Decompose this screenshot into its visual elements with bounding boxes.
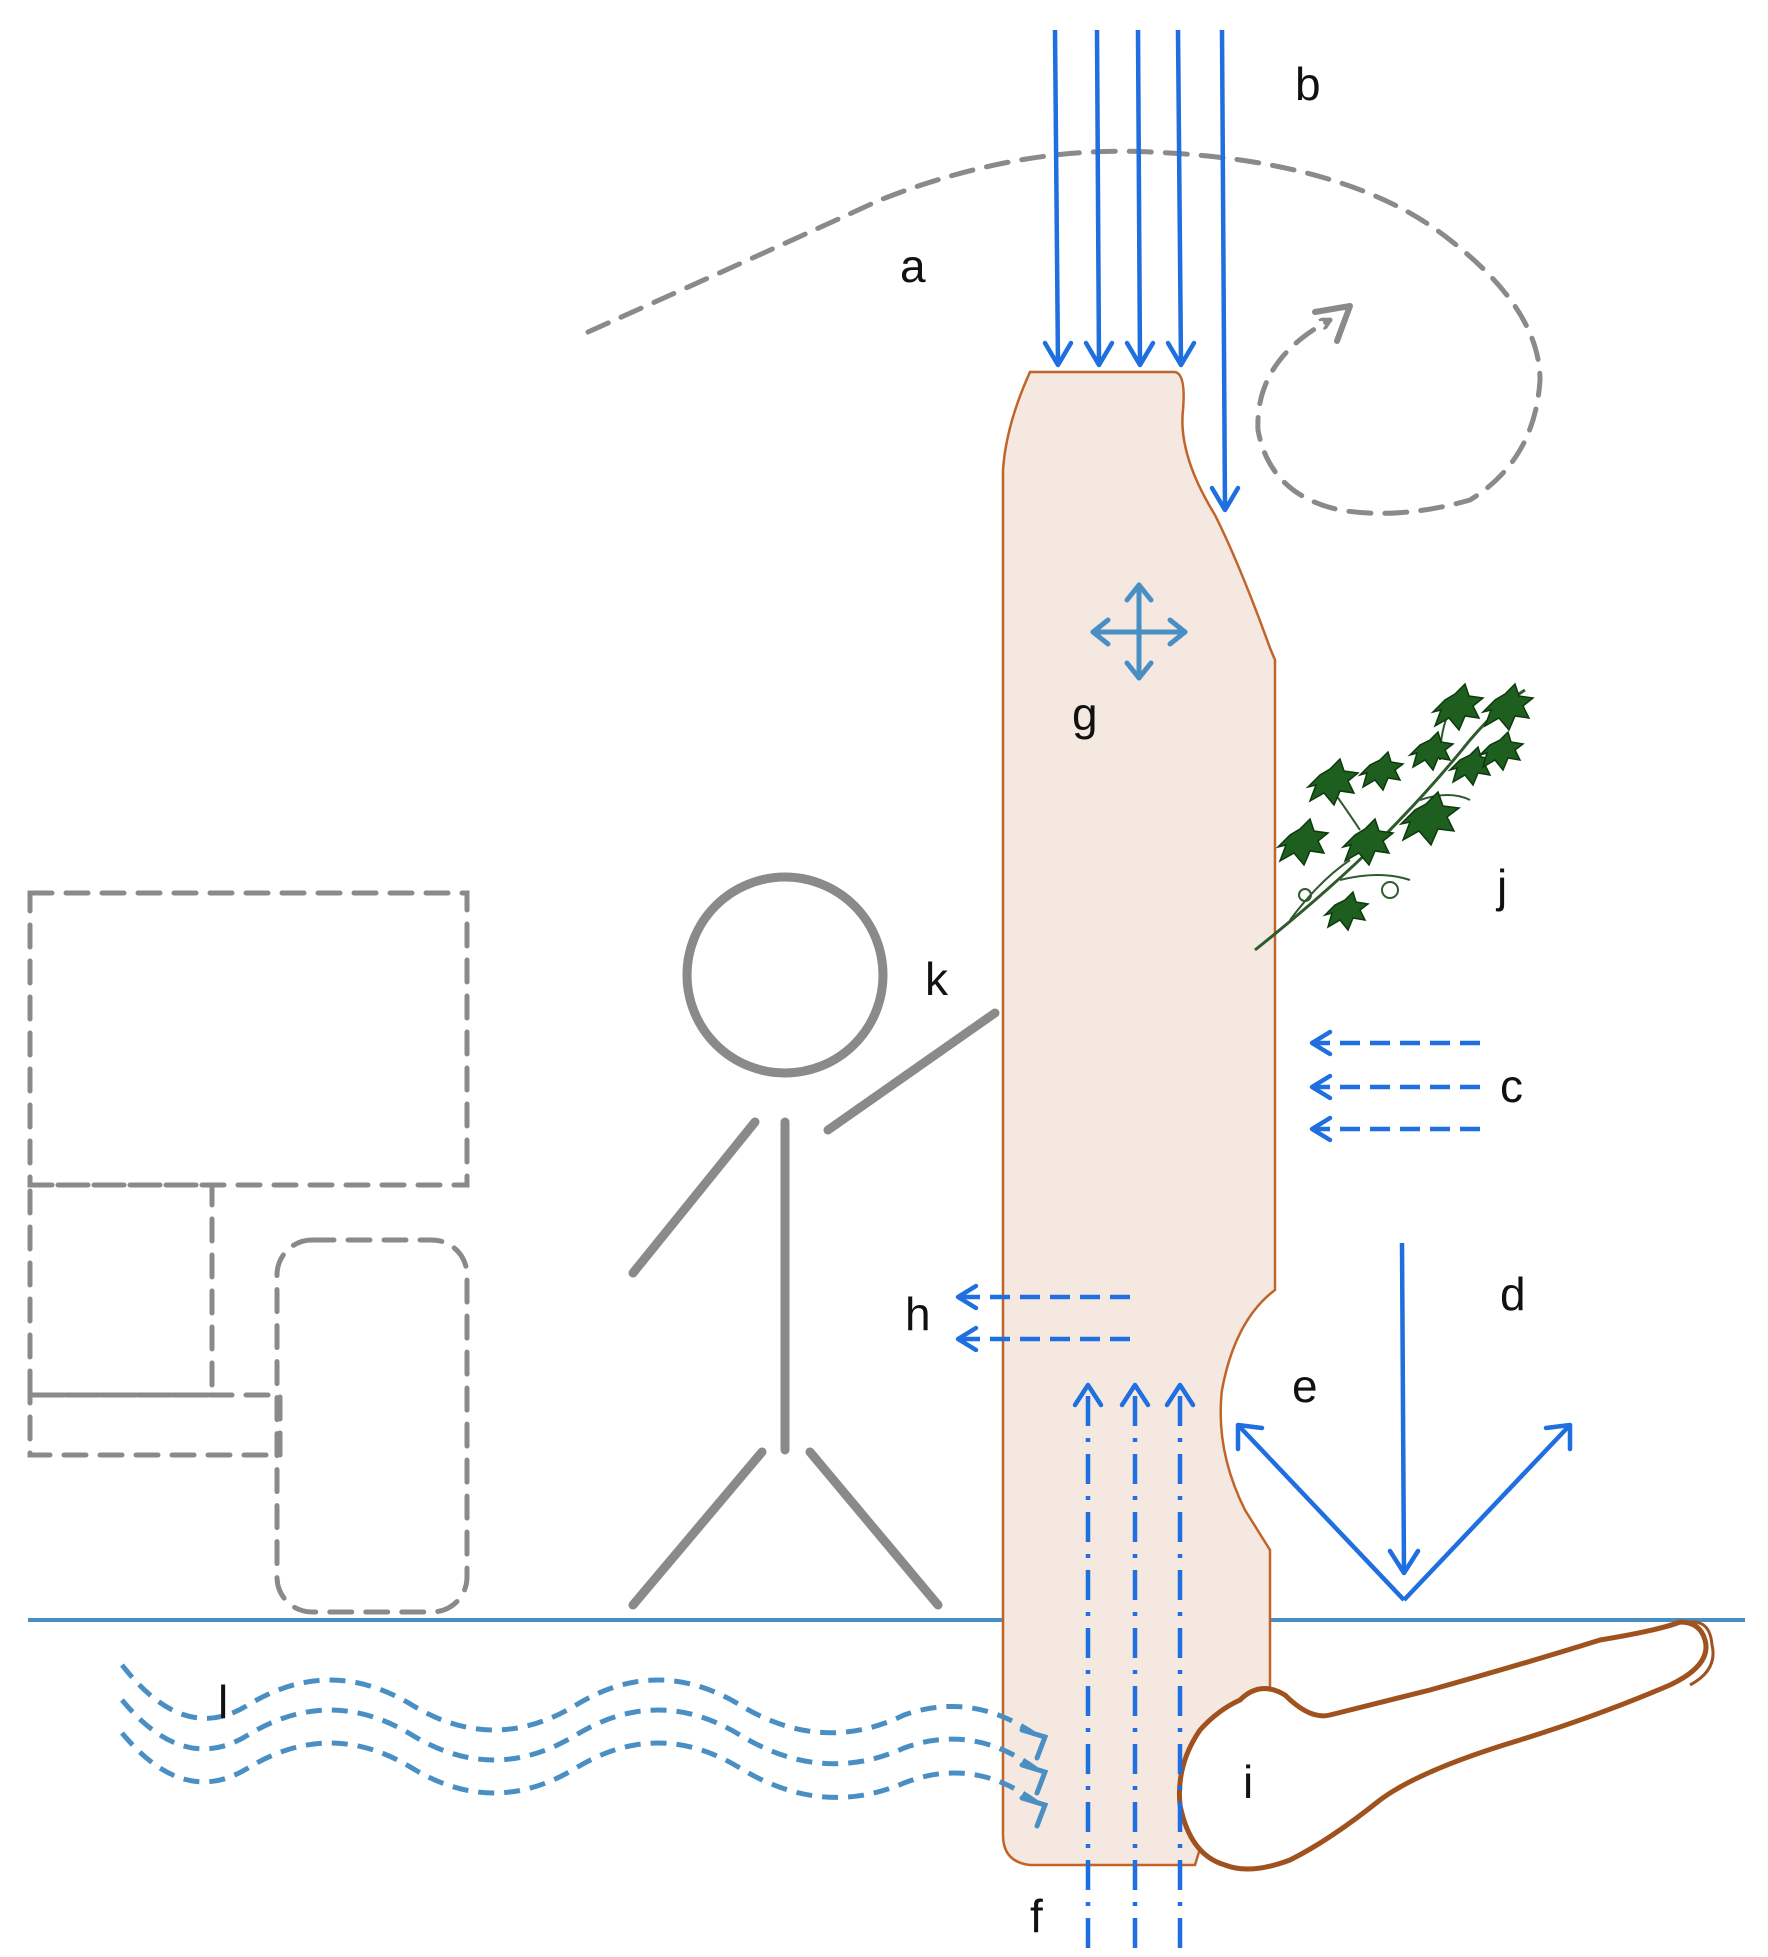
label-l: l <box>218 1676 228 1728</box>
side-rain-arrows <box>1309 1029 1480 1143</box>
label-c: c <box>1500 1060 1523 1112</box>
swirl-arrowhead <box>1312 303 1353 344</box>
label-i: i <box>1243 1756 1253 1808</box>
wall <box>1001 370 1277 1867</box>
rising-damp-arrows <box>1072 1382 1196 1948</box>
label-d: d <box>1500 1268 1526 1320</box>
label-a: a <box>900 240 926 292</box>
label-j: j <box>1495 860 1507 912</box>
wind-swirl-icon <box>585 148 1543 516</box>
label-g: g <box>1072 688 1098 740</box>
root-tip <box>1689 1620 1715 1687</box>
moisture-out-arrows <box>955 1283 1130 1353</box>
groundwater-waves <box>120 1663 1049 1829</box>
label-b: b <box>1295 58 1321 110</box>
move-arrows-icon <box>1090 582 1188 681</box>
stick-figure-icon <box>628 872 1000 1610</box>
root-cavity <box>1176 1619 1709 1872</box>
label-e: e <box>1292 1360 1318 1412</box>
label-f: f <box>1030 1890 1043 1942</box>
furniture-outlines <box>27 890 470 1615</box>
rain-arrows <box>1042 29 1241 513</box>
ivy-plant-icon <box>1254 682 1535 952</box>
label-h: h <box>905 1288 931 1340</box>
splash-arrows <box>1235 1242 1573 1602</box>
label-k: k <box>925 953 949 1005</box>
